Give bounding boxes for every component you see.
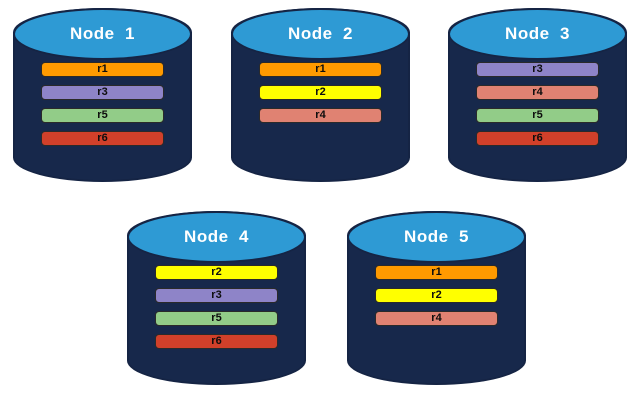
record-bar[interactable]: r6 xyxy=(41,131,164,146)
record-bar[interactable]: r6 xyxy=(476,131,599,146)
record-bar[interactable]: r4 xyxy=(259,108,382,123)
cylinder-top-ellipse xyxy=(448,8,627,60)
record-bar[interactable]: r5 xyxy=(155,311,278,326)
record-bar[interactable]: r2 xyxy=(259,85,382,100)
record-bar[interactable]: r6 xyxy=(155,334,278,349)
cylinder-top-ellipse xyxy=(347,211,526,263)
record-bar[interactable]: r3 xyxy=(155,288,278,303)
record-stack: r3 r4 r5 r6 xyxy=(448,62,627,146)
node-3[interactable]: Node 3 r3 r4 r5 r6 xyxy=(448,8,627,182)
cylinder-top-ellipse xyxy=(127,211,306,263)
record-bar[interactable]: r4 xyxy=(476,85,599,100)
record-bar[interactable]: r5 xyxy=(41,108,164,123)
record-bar[interactable]: r5 xyxy=(476,108,599,123)
record-bar[interactable]: r1 xyxy=(41,62,164,77)
node-5[interactable]: Node 5 r1 r2 r4 xyxy=(347,211,526,385)
record-stack: r1 r2 r4 xyxy=(347,265,526,326)
record-bar[interactable]: r4 xyxy=(375,311,498,326)
cylinder-top-ellipse xyxy=(13,8,192,60)
record-bar[interactable]: r2 xyxy=(375,288,498,303)
record-bar[interactable]: r3 xyxy=(41,85,164,100)
node-title: Node 1 xyxy=(70,24,135,43)
record-stack: r2 r3 r5 r6 xyxy=(127,265,306,349)
node-title: Node 3 xyxy=(505,24,570,43)
record-bar[interactable]: r1 xyxy=(259,62,382,77)
record-stack: r1 r3 r5 r6 xyxy=(13,62,192,146)
node-title: Node 4 xyxy=(184,227,249,246)
record-stack: r1 r2 r4 xyxy=(231,62,410,123)
record-bar[interactable]: r2 xyxy=(155,265,278,280)
node-4[interactable]: Node 4 r2 r3 r5 r6 xyxy=(127,211,306,385)
record-bar[interactable]: r1 xyxy=(375,265,498,280)
node-title: Node 5 xyxy=(404,227,469,246)
node-title: Node 2 xyxy=(288,24,353,43)
cylinder-top-ellipse xyxy=(231,8,410,60)
node-2[interactable]: Node 2 r1 r2 r4 xyxy=(231,8,410,182)
record-bar[interactable]: r3 xyxy=(476,62,599,77)
node-1[interactable]: Node 1 r1 r3 r5 r6 xyxy=(13,8,192,182)
